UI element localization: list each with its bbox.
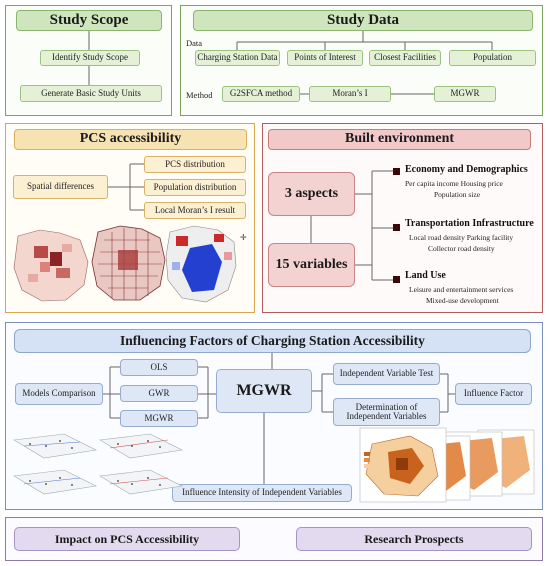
data-charging-station: Charging Station Data bbox=[195, 50, 280, 66]
local-morans-box: Local Moran’s I result bbox=[144, 202, 246, 219]
research-prospects-box: Research Prospects bbox=[296, 527, 532, 551]
built-environment-title: Built environment bbox=[268, 129, 531, 150]
data-label: Data bbox=[186, 38, 203, 48]
study-data-title: Study Data bbox=[193, 10, 533, 31]
land-use-line-1: Leisure and entertainment services bbox=[409, 285, 514, 294]
transport-category: Transportation Infrastructure bbox=[405, 218, 534, 229]
data-points-of-interest: Points of Interest bbox=[287, 50, 363, 66]
generate-units-step: Generate Basic Study Units bbox=[20, 85, 162, 102]
population-distribution-box: Population distribution bbox=[144, 179, 246, 196]
pcs-accessibility-title: PCS accessibility bbox=[14, 129, 247, 150]
method-label: Method bbox=[186, 90, 213, 100]
determination-variables-box: Determination of Independent Variables bbox=[333, 398, 440, 426]
method-mgwr: MGWR bbox=[434, 86, 496, 102]
method-g2sfca: G2SFCA method bbox=[222, 86, 300, 102]
mgwr-center-box: MGWR bbox=[216, 369, 312, 413]
model-mgwr: MGWR bbox=[120, 410, 198, 427]
study-scope-title: Study Scope bbox=[16, 10, 162, 31]
model-ols: OLS bbox=[120, 359, 198, 376]
transport-line-1: Local road density Parking facility bbox=[409, 233, 514, 242]
economy-bullet bbox=[393, 168, 400, 175]
spatial-differences-box: Spatial differences bbox=[13, 175, 108, 199]
influencing-factors-title: Influencing Factors of Charging Station … bbox=[14, 329, 531, 353]
model-gwr: GWR bbox=[120, 385, 198, 402]
economy-category: Economy and Demographics bbox=[405, 164, 528, 175]
land-use-line-2: Mixed-use development bbox=[426, 296, 499, 305]
influence-factor-box: Influence Factor bbox=[455, 383, 532, 405]
models-comparison-box: Models Comparison bbox=[15, 383, 103, 405]
impact-box: Impact on PCS Accessibility bbox=[14, 527, 240, 551]
independent-variable-test-box: Independent Variable Test bbox=[333, 363, 440, 385]
pcs-distribution-box: PCS distribution bbox=[144, 156, 246, 173]
transport-bullet bbox=[393, 224, 400, 231]
land-use-category: Land Use bbox=[405, 270, 446, 281]
data-closest-facilities: Closest Facilities bbox=[369, 50, 441, 66]
variables-box: 15 variables bbox=[268, 243, 355, 287]
economy-line-2: Population size bbox=[434, 190, 481, 199]
influence-intensity-box: Influence Intensity of Independent Varia… bbox=[172, 484, 352, 502]
identify-scope-step: Identify Study Scope bbox=[40, 50, 140, 66]
aspects-box: 3 aspects bbox=[268, 172, 355, 216]
data-population: Population bbox=[449, 50, 536, 66]
method-morans-i: Moran’s I bbox=[309, 86, 391, 102]
land-use-bullet bbox=[393, 276, 400, 283]
economy-line-1: Per capita income Housing price bbox=[405, 179, 503, 188]
transport-line-2: Collector road density bbox=[428, 244, 495, 253]
